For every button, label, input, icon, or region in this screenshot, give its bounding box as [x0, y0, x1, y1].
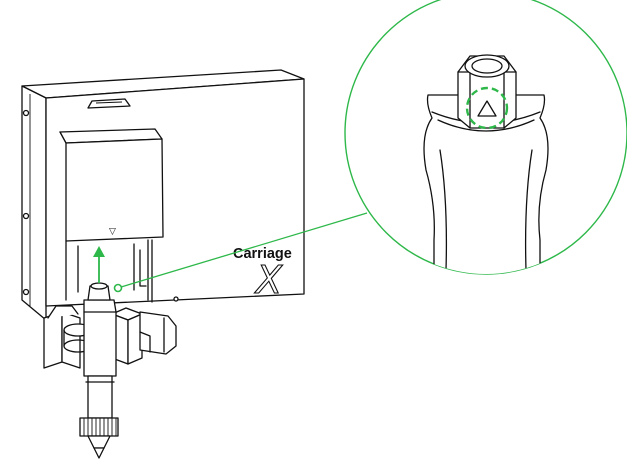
callout-leader	[113, 212, 368, 293]
brand-mark: X	[254, 258, 283, 302]
up-arrow-icon	[93, 246, 105, 283]
brand-text: Carriage	[233, 246, 292, 262]
zoom-triangle-marker-icon	[477, 100, 497, 117]
screw	[173, 296, 179, 302]
brand-label: Carriage X	[233, 246, 292, 303]
magnifier-callout	[344, 0, 627, 275]
screw	[22, 109, 30, 117]
front-cover: ▽	[59, 128, 164, 303]
triangle-marker-icon: ▽	[109, 227, 116, 237]
screw	[22, 288, 30, 296]
screw	[22, 212, 30, 220]
nozzle-assembly	[43, 282, 177, 459]
